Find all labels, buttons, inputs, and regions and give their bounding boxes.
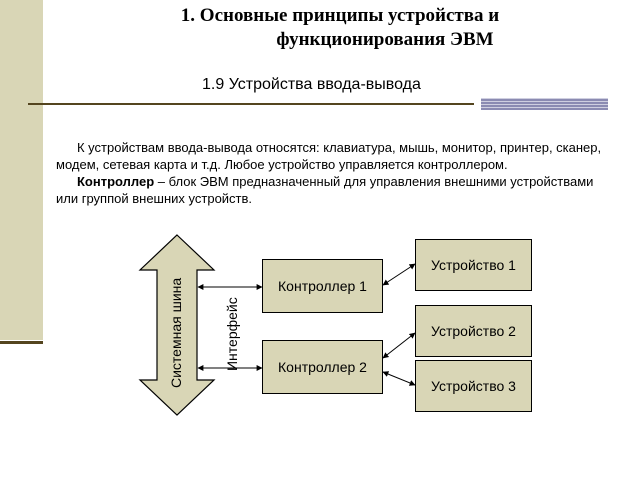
controller-1-label: Контроллер 1 xyxy=(278,278,367,294)
controller-definition: – блок ЭВМ предназначенный для управлени… xyxy=(56,174,594,206)
slide-title: 1. Основные принципы устройства и функци… xyxy=(0,4,640,52)
body-text: К устройствам ввода-вывода относятся: кл… xyxy=(56,139,616,207)
left-decor-line xyxy=(0,341,43,344)
slide-subtitle: 1.9 Устройства ввода-вывода xyxy=(202,76,421,93)
device-2-label: Устройство 2 xyxy=(431,323,516,339)
title-line-2: функционирования ЭВМ xyxy=(276,29,494,50)
paragraph-controller: Контроллер – блок ЭВМ предназначенный дл… xyxy=(56,173,616,207)
connector-controller-2-device-3 xyxy=(382,371,416,386)
device-3-label: Устройство 3 xyxy=(431,378,516,394)
header-divider-pattern xyxy=(481,98,608,110)
controller-1-box: Контроллер 1 xyxy=(262,259,383,313)
title-line-1: 1. Основные принципы устройства и xyxy=(180,5,500,26)
interface-label: Интерфейс xyxy=(224,297,240,371)
paragraph-devices: К устройствам ввода-вывода относятся: кл… xyxy=(56,140,602,172)
controller-2-label: Контроллер 2 xyxy=(278,359,367,375)
device-1-label: Устройство 1 xyxy=(431,257,516,273)
header-divider xyxy=(28,103,474,105)
controller-term: Контроллер xyxy=(77,174,155,189)
connector-controller-1-device-1 xyxy=(382,263,416,286)
connector-controller-2-device-2 xyxy=(382,332,416,359)
system-bus-label: Системная шина xyxy=(168,277,184,388)
device-1-box: Устройство 1 xyxy=(415,239,532,291)
system-bus-arrow xyxy=(138,234,216,416)
left-decor-band xyxy=(0,0,43,340)
device-2-box: Устройство 2 xyxy=(415,305,532,357)
device-3-box: Устройство 3 xyxy=(415,360,532,412)
controller-2-box: Контроллер 2 xyxy=(262,340,383,394)
